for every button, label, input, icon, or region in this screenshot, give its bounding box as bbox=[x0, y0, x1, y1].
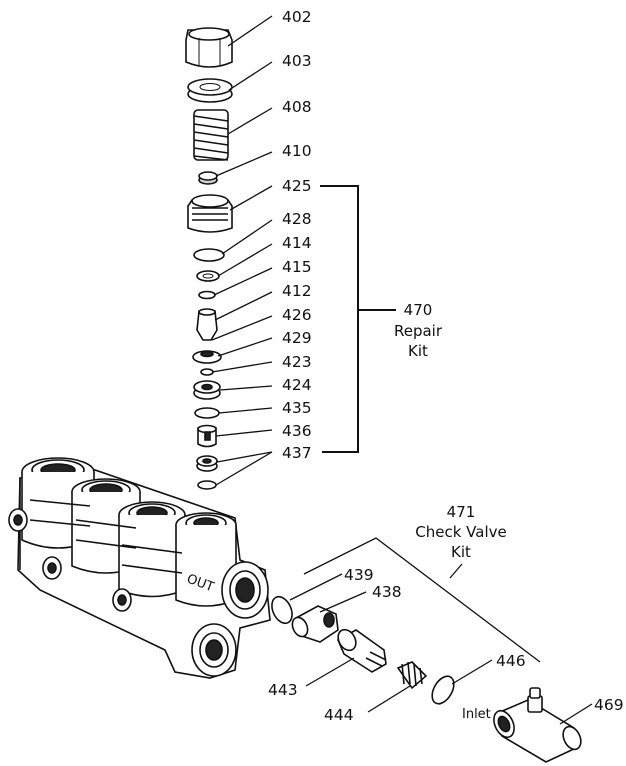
label-402: 402 bbox=[282, 8, 312, 26]
part-410-disc bbox=[198, 171, 218, 185]
part-408-spring bbox=[193, 109, 229, 161]
label-444: 444 bbox=[324, 706, 354, 724]
part-437-spring bbox=[196, 455, 218, 472]
part-423-o-ring bbox=[200, 368, 214, 376]
repair-kit-number: 470 bbox=[404, 301, 433, 319]
check-valve-kit-label: 471 Check Valve Kit bbox=[415, 503, 506, 561]
check-valve-kit-line2: Kit bbox=[451, 543, 471, 561]
label-437: 437 bbox=[282, 444, 312, 462]
check-valve-kit-line1: Check Valve bbox=[415, 523, 506, 541]
part-o-ring-bottom bbox=[197, 480, 217, 490]
leader-lines bbox=[211, 15, 593, 725]
label-469: 469 bbox=[594, 696, 624, 714]
label-403: 403 bbox=[282, 52, 312, 70]
part-443-poppet bbox=[336, 628, 387, 673]
manifold-body bbox=[8, 457, 271, 679]
label-439: 439 bbox=[344, 566, 374, 584]
check-valve-kit-bracket bbox=[303, 537, 541, 663]
label-446: 446 bbox=[496, 652, 526, 670]
label-435: 435 bbox=[282, 399, 312, 417]
part-438-valve-body bbox=[291, 605, 339, 643]
label-414: 414 bbox=[282, 234, 312, 252]
part-436-cage bbox=[197, 424, 217, 448]
part-414-ring bbox=[196, 270, 220, 282]
part-402-cap-nut bbox=[185, 27, 233, 68]
repair-kit-line2: Kit bbox=[408, 342, 428, 360]
label-429: 429 bbox=[282, 329, 312, 347]
part-444-spring bbox=[396, 661, 428, 690]
part-428-o-ring bbox=[193, 248, 225, 262]
check-valve-kit-number: 471 bbox=[447, 503, 476, 521]
part-435-o-ring bbox=[194, 407, 220, 419]
repair-kit-label: 470 Repair Kit bbox=[394, 301, 443, 360]
part-424-seat bbox=[193, 380, 221, 400]
label-424: 424 bbox=[282, 376, 312, 394]
part-439-o-ring bbox=[271, 595, 293, 625]
label-436: 436 bbox=[282, 422, 312, 440]
part-446-o-ring bbox=[431, 675, 455, 705]
repair-kit-bracket bbox=[320, 185, 396, 453]
label-425: 425 bbox=[282, 177, 312, 195]
part-469-inlet-fitting bbox=[493, 687, 582, 763]
label-415: 415 bbox=[282, 258, 312, 276]
part-415-o-ring bbox=[198, 290, 216, 300]
label-408: 408 bbox=[282, 98, 312, 116]
inlet-label: Inlet bbox=[462, 707, 491, 722]
label-438: 438 bbox=[372, 583, 402, 601]
label-410: 410 bbox=[282, 142, 312, 160]
part-403-washer bbox=[187, 78, 233, 103]
label-426: 426 bbox=[282, 306, 312, 324]
part-number-labels: 402 403 408 410 425 428 414 415 412 426 … bbox=[268, 8, 624, 724]
part-425-valve-seat bbox=[187, 194, 233, 233]
part-412-valve bbox=[196, 308, 218, 341]
repair-kit-line1: Repair bbox=[394, 322, 443, 340]
label-443: 443 bbox=[268, 681, 298, 699]
part-429-guide bbox=[192, 350, 222, 364]
label-423: 423 bbox=[282, 353, 312, 371]
label-428: 428 bbox=[282, 210, 312, 228]
label-412: 412 bbox=[282, 282, 312, 300]
